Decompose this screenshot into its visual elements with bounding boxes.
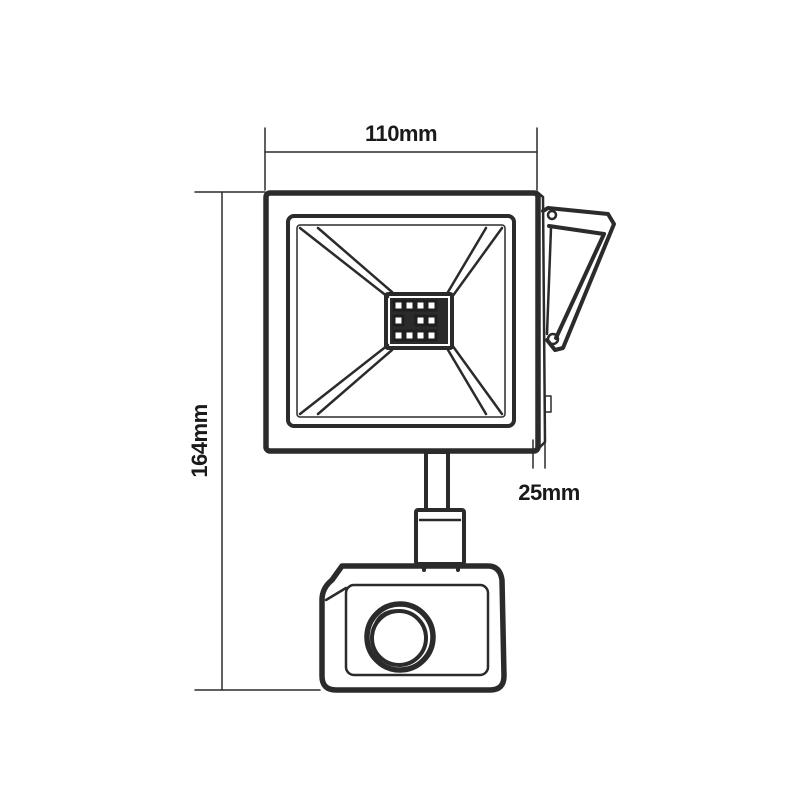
led-4 [425, 299, 438, 312]
led-11 [425, 329, 438, 342]
floodlight-body [263, 190, 552, 454]
led-chip [384, 292, 454, 350]
sensor-arm [414, 450, 466, 572]
bracket-screw-top [546, 209, 558, 221]
led-10 [414, 329, 427, 342]
led-chip-frame [384, 292, 454, 350]
sensor-lens-ring [364, 601, 436, 673]
width-label: 110mm [365, 121, 437, 146]
led-8 [392, 329, 405, 342]
led-6 [414, 314, 427, 327]
bracket-screw-bottom [546, 332, 560, 346]
led-7 [425, 314, 438, 327]
depth-dimension: 25mm [518, 439, 580, 505]
bracket-outline [541, 206, 616, 352]
pir-sensor [319, 563, 507, 693]
sensor-housing-outer [319, 563, 507, 693]
reflector-frame [286, 214, 516, 428]
mounting-bracket [541, 206, 616, 352]
led-array [392, 299, 438, 342]
sensor-lens [370, 609, 428, 667]
arm-joint [414, 508, 466, 566]
housing-tab [544, 395, 552, 413]
bracket-top-edge [547, 224, 606, 236]
led-3 [414, 299, 427, 312]
arm-upper-tube [424, 450, 450, 512]
height-dimension: 164mm [187, 191, 321, 691]
sensor-bevel [324, 586, 348, 602]
sensor-lens-highlight [374, 609, 404, 624]
sensor-housing-inner [344, 583, 490, 677]
height-label: 164mm [187, 404, 212, 477]
reflector-facets [298, 226, 504, 416]
led-1 [392, 299, 405, 312]
bracket-spine [545, 226, 553, 336]
bracket-inner-edge [554, 232, 606, 340]
led-2 [403, 299, 416, 312]
led-9 [403, 329, 416, 342]
depth-label: 25mm [518, 480, 580, 505]
width-dimension: 110mm [264, 121, 538, 191]
reflector-inner-edge [296, 224, 506, 418]
housing-outer-frame [263, 190, 541, 454]
led-5 [392, 314, 405, 327]
